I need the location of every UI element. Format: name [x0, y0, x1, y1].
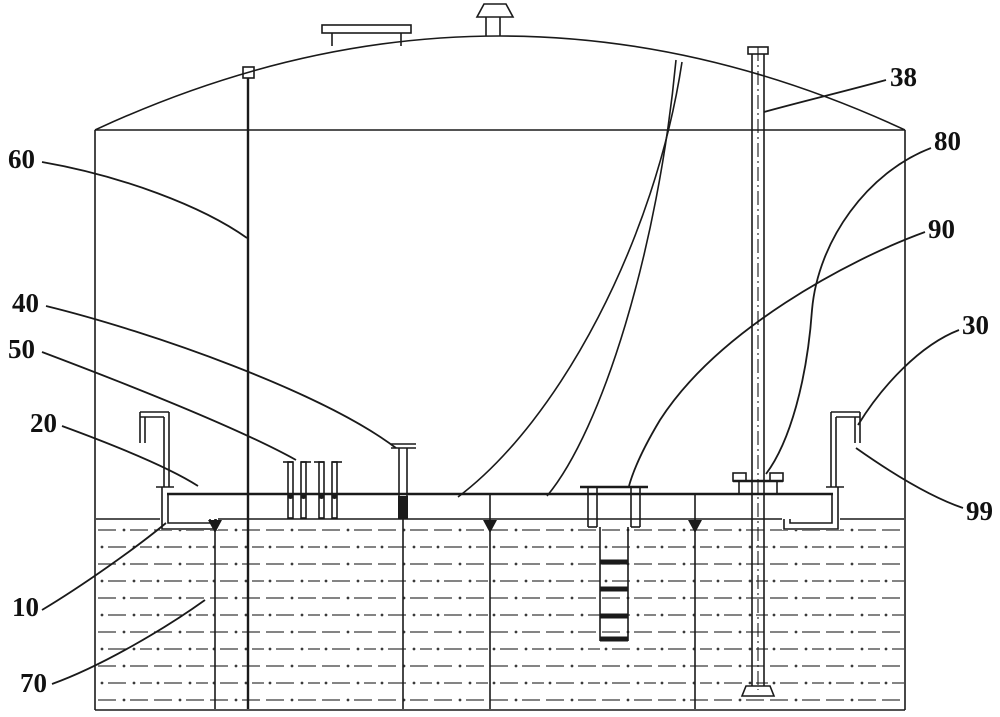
deck-leg-2-head: [483, 520, 497, 533]
deck-fitting-90: [580, 485, 648, 642]
swing-curve-outer: [457, 61, 683, 498]
pipe40-deck-seal: [398, 496, 408, 519]
floating-deck: [139, 411, 861, 530]
leader-line-99: [855, 447, 964, 509]
label-20: 20: [30, 408, 57, 438]
leader-line-40: [45, 305, 397, 449]
deck-leg-1-head: [208, 520, 222, 533]
label-99: 99: [966, 496, 993, 526]
tank-dome: [94, 35, 906, 131]
vent-cap: [475, 3, 515, 18]
liquid-region: [96, 518, 904, 709]
label-30: 30: [962, 310, 989, 340]
leader-lines: [41, 79, 964, 685]
label-90: 90: [928, 214, 955, 244]
manhole-cover-plate: [321, 24, 412, 34]
swing-curve-inner: [546, 59, 677, 497]
cup2-seal-dot-left: [318, 493, 325, 499]
liquid-fill: [96, 522, 904, 709]
leader-line-80: [765, 147, 932, 475]
roof-manhole: [321, 24, 412, 46]
cup1-left-bar: [287, 461, 294, 519]
label-50: 50: [8, 334, 35, 364]
reference-labels: 38 80 90 30 99 60 40 50 20 10 70: [8, 62, 993, 698]
cup1-seal-dot-right: [300, 493, 307, 499]
label-60: 60: [8, 144, 35, 174]
leader-line-38: [763, 79, 887, 113]
label-40: 40: [12, 288, 39, 318]
internal-swing-curves: [457, 59, 683, 498]
guide-pole-foot: [740, 685, 776, 697]
label-38: 38: [890, 62, 917, 92]
cup1-right-bar: [300, 461, 307, 519]
guide-pole: [732, 46, 784, 697]
leader-line-90: [628, 231, 926, 487]
leader-line-60: [41, 161, 248, 239]
cup1-seal-dot-left: [287, 493, 294, 499]
deck-fitting-50: [283, 461, 342, 519]
deck-rim-right-outer: [783, 487, 839, 530]
label-10: 10: [12, 592, 39, 622]
label-80: 80: [934, 126, 961, 156]
leader-line-30: [857, 329, 960, 426]
deck-rim-right-inner: [789, 493, 833, 524]
deck-leg-3-head: [688, 520, 702, 533]
leader-line-70: [51, 599, 206, 685]
leader-line-20: [61, 425, 199, 487]
deck-legs: [208, 494, 702, 709]
label-70: 70: [20, 668, 47, 698]
cup2-right-bar: [331, 461, 338, 519]
gauge-pole: [242, 66, 255, 709]
roof-vent: [475, 3, 515, 36]
leader-line-10: [41, 522, 167, 611]
leader-line-50: [41, 351, 297, 461]
cup2-left-bar: [318, 461, 325, 519]
cup2-seal-dot-right: [331, 493, 338, 499]
